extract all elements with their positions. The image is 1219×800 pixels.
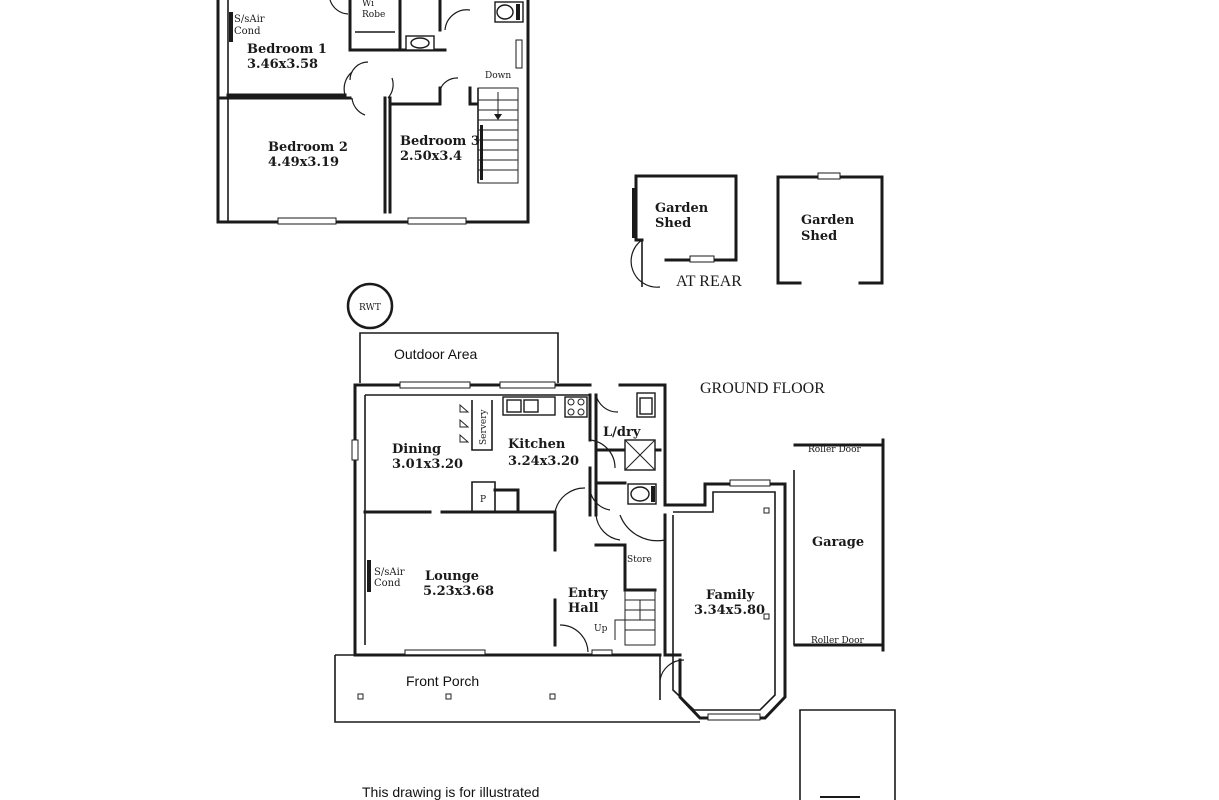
ldry-label: L/dry [603,425,641,440]
garden-sheds: Garden Shed AT REAR Garden Shed [630,172,884,290]
entry-hall-label-1: Entry [568,586,608,601]
ground-sair-label-2: Cond [374,578,401,589]
carport-outline [799,709,896,800]
garden-shed-1 [634,174,738,262]
outdoor-area: Outdoor Area [359,332,559,383]
dining-name: Dining [392,442,441,457]
front-porch: Front Porch [334,654,700,723]
toilet-icon [627,483,657,505]
servery-label: Servery [479,408,489,445]
upper-stairs [477,87,519,184]
bedroom2-size: 4.49x3.19 [268,155,339,170]
disclaimer-note: This drawing is for illustrated [362,784,539,800]
ground-sair-label-1: S/sAir [374,567,405,578]
dining-size: 3.01x3.20 [392,457,463,472]
ground-floor-title: GROUND FLOOR [700,380,825,397]
upper-sair-label-1: S/sAir [234,14,265,25]
kitchen-size: 3.24x3.20 [508,454,579,469]
bedroom1-size: 3.46x3.58 [247,57,318,72]
shed2-label-2: Shed [801,229,837,244]
front-porch-label: Front Porch [406,673,479,689]
family-room: Family 3.34x5.80 [659,479,787,721]
rwt-label: RWT [359,303,381,313]
lounge-name: Lounge [425,569,479,584]
bedroom1-name: Bedroom 1 [247,42,327,57]
wi-robe-wall [348,0,402,52]
entry-stairs: Up [594,589,656,646]
bedroom3-size: 2.50x3.4 [400,149,462,164]
roller-door-top-label: Roller Door [808,445,861,455]
wi-robe-label-1: Wi [362,0,374,9]
at-rear-label: AT REAR [676,273,742,290]
family-size: 3.34x5.80 [694,603,765,618]
wi-robe-label-2: Robe [362,10,385,20]
garage: Roller Door Roller Door Garage [793,438,885,652]
cooktop-icon [564,396,588,418]
pantry-label: P [480,495,486,505]
garage-label: Garage [812,535,864,550]
rainwater-tank: RWT [346,282,394,330]
roller-door-bottom-label: Roller Door [811,636,864,646]
ground-floor: Servery P L/dry [351,381,885,721]
store-label: Store [627,555,652,565]
bedroom2-name: Bedroom 2 [268,140,348,155]
stairs-down-label: Down [485,71,511,81]
shed1-label-2: Shed [655,216,691,231]
upper-sair-label-2: Cond [234,26,261,37]
toilet-icon [494,1,524,23]
outdoor-area-label: Outdoor Area [394,346,477,362]
upper-floor-outer-wall [216,0,530,224]
lounge-size: 5.23x3.68 [423,584,494,599]
shed2-label-1: Garden [801,213,855,228]
kitchen-name: Kitchen [508,437,566,452]
entry-hall-label-2: Hall [568,601,599,616]
upper-window [277,217,337,225]
stairs-up-label: Up [594,624,608,634]
family-name: Family [706,588,755,603]
shed1-label-1: Garden [655,201,709,216]
upper-floor: S/sAir Cond Wi Robe Down Bedroom 1 3.46x… [216,0,530,225]
bedroom3-name: Bedroom 3 [400,134,480,149]
